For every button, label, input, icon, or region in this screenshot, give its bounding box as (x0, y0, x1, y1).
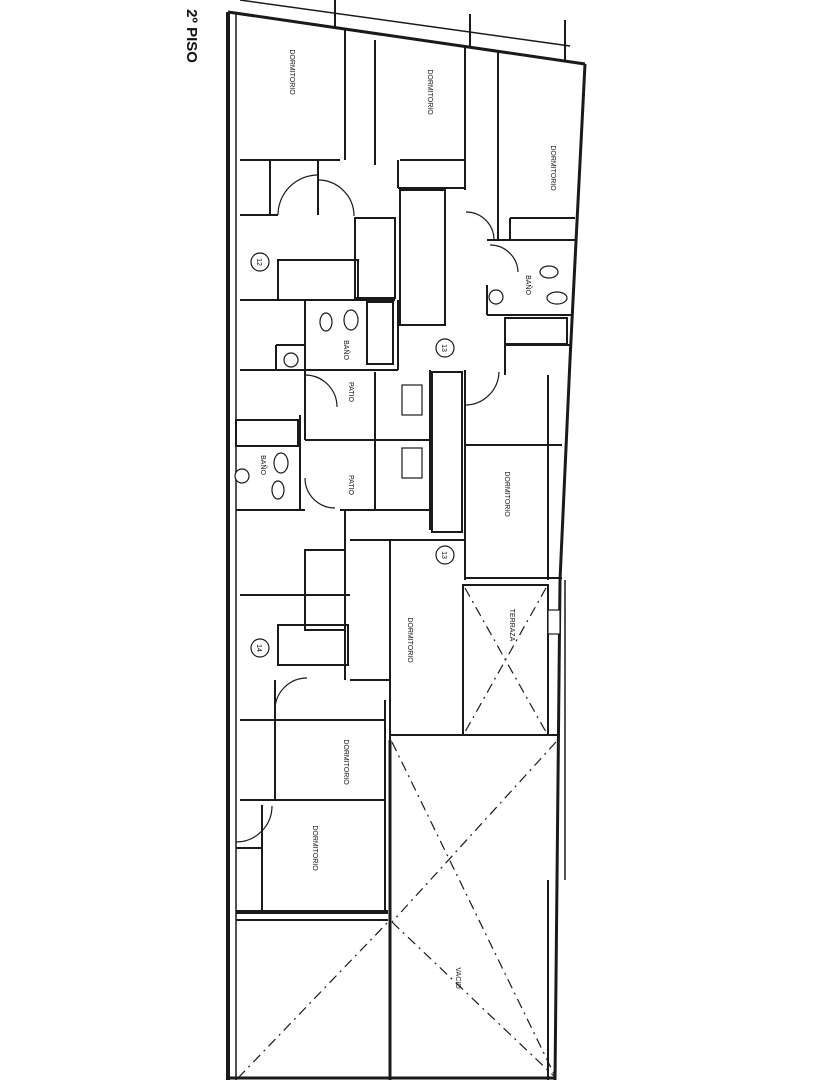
floor-title: 2º PISO (183, 9, 200, 63)
toilet-icon (273, 452, 289, 474)
room-label-dormitorio: DORMITORIO (342, 739, 349, 785)
stair (304, 549, 346, 631)
svg-text:13: 13 (440, 344, 447, 352)
bathtub (504, 317, 568, 345)
stair (277, 624, 349, 666)
room-label-dormitorio: DORMITORIO (406, 617, 413, 663)
basin-icon (283, 352, 299, 368)
room-label-dormitorio: DORMITORIO (503, 471, 510, 517)
toilet-icon (343, 309, 359, 331)
unit-marker-14: 14 (250, 638, 270, 658)
unit-markers: 12 13 13 14 (250, 252, 455, 658)
door-swings (235, 174, 519, 843)
room-labels: DORMITORIO DORMITORIO DORMITORIO BAÑO BA… (259, 49, 556, 989)
bathtub (235, 419, 299, 447)
toilet-icon (539, 265, 559, 279)
svg-text:14: 14 (255, 644, 262, 652)
stair (431, 371, 463, 533)
basin-icon (401, 447, 423, 479)
basin-icon (234, 468, 250, 484)
toilet-icon (319, 312, 333, 332)
stair (354, 217, 396, 299)
svg-text:13: 13 (440, 551, 447, 559)
toilet-icon (546, 291, 568, 305)
svg-text:12: 12 (255, 258, 262, 266)
room-label-dormitorio: DORMITORIO (288, 49, 295, 95)
void-diagonals (237, 587, 557, 1079)
stair (399, 189, 446, 326)
toilet-icon (271, 480, 285, 500)
unit-marker-12: 12 (250, 252, 270, 272)
unit-marker-13: 13 (435, 338, 455, 358)
room-label-patio: PATIO (347, 382, 354, 403)
room-label-dormitorio: DORMITORIO (311, 825, 318, 871)
basin-icon (488, 289, 504, 305)
room-label-bano: BAÑO (259, 455, 268, 475)
top-balcony-rail (239, 0, 571, 47)
unit-marker-13: 13 (435, 545, 455, 565)
room-label-vacio: VACIO (454, 967, 461, 989)
right-boundary-wall (553, 63, 587, 1080)
fixtures (234, 265, 568, 635)
room-label-bano: BAÑO (524, 275, 533, 295)
room-label-dormitorio: DORMITORIO (426, 69, 433, 115)
basin-icon (401, 384, 423, 416)
walls (226, 0, 587, 1080)
bathtub (366, 301, 394, 365)
top-boundary-wall (227, 10, 586, 66)
stair (277, 259, 359, 301)
room-label-dormitorio: DORMITORIO (549, 145, 556, 191)
room-label-bano: BAÑO (342, 340, 351, 360)
room-label-terraza: TERRAZA (508, 609, 515, 642)
basin-icon (547, 609, 561, 635)
room-label-patio: PATIO (347, 475, 354, 496)
